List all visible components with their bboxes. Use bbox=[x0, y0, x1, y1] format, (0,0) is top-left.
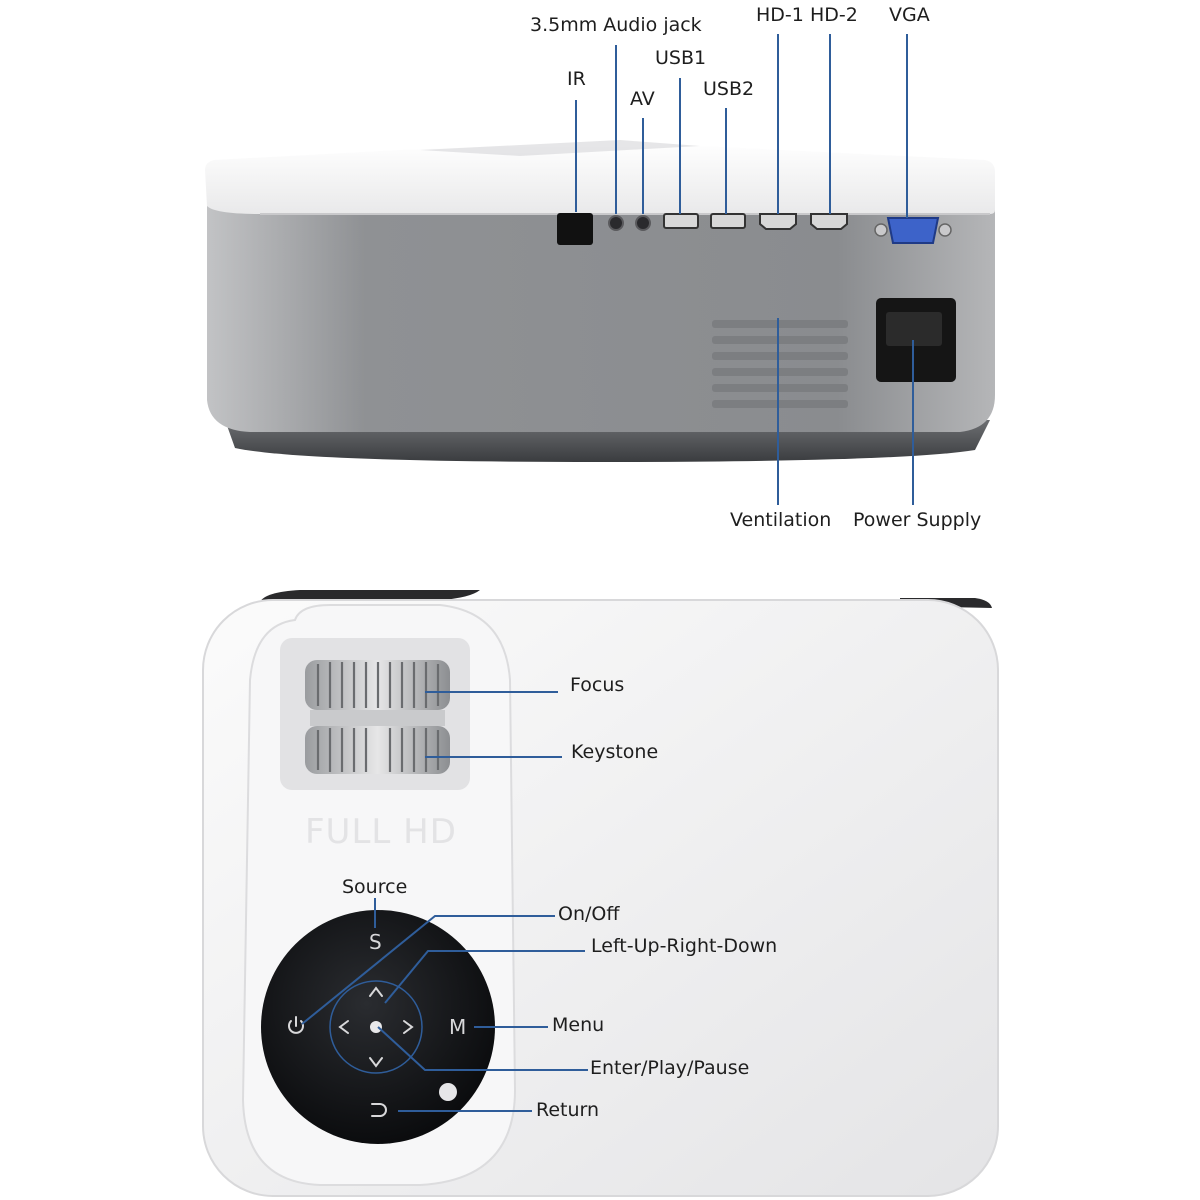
label-keystone: Keystone bbox=[571, 741, 659, 763]
lens-knob-well bbox=[280, 638, 470, 790]
source-key: S bbox=[369, 930, 382, 954]
label-on-off: On/Off bbox=[558, 903, 620, 925]
rear-leader-lines bbox=[575, 34, 914, 505]
vga-port bbox=[886, 217, 940, 244]
right-arrow bbox=[403, 1020, 414, 1034]
return-icon bbox=[371, 1103, 387, 1117]
ir-receiver bbox=[557, 213, 593, 245]
label-source: Source bbox=[342, 876, 408, 898]
audio-jack-port bbox=[608, 215, 624, 231]
label-vga: VGA bbox=[889, 4, 930, 26]
label-menu: Menu bbox=[552, 1014, 605, 1036]
power-socket bbox=[876, 298, 956, 382]
up-arrow bbox=[369, 986, 383, 997]
down-arrow bbox=[369, 1057, 383, 1068]
label-return: Return bbox=[536, 1099, 600, 1121]
indicator-light bbox=[439, 1083, 457, 1101]
label-focus: Focus bbox=[570, 674, 625, 696]
label-hd2: HD-2 bbox=[810, 4, 858, 26]
label-hd1: HD-1 bbox=[756, 4, 804, 26]
label-power-supply: Power Supply bbox=[853, 509, 982, 531]
av-port bbox=[635, 215, 651, 231]
label-enter: Enter/Play/Pause bbox=[590, 1057, 750, 1079]
port-row bbox=[557, 213, 952, 245]
label-navigation: Left-Up-Right-Down bbox=[591, 935, 778, 957]
enter-button bbox=[370, 1021, 382, 1033]
usb1-port bbox=[663, 213, 699, 229]
full-hd-logo: FULL HD bbox=[305, 812, 457, 852]
knob-ridges bbox=[316, 662, 440, 772]
label-ir: IR bbox=[567, 68, 586, 90]
label-audio-jack: 3.5mm Audio jack bbox=[530, 14, 702, 36]
label-av: AV bbox=[630, 88, 655, 110]
label-ventilation: Ventilation bbox=[730, 509, 832, 531]
label-usb2: USB2 bbox=[703, 78, 755, 100]
ventilation-grill bbox=[712, 320, 848, 408]
left-arrow bbox=[338, 1020, 349, 1034]
label-usb1: USB1 bbox=[655, 47, 707, 69]
hd1-port bbox=[759, 213, 797, 230]
menu-key: M bbox=[449, 1015, 467, 1039]
hd2-port bbox=[810, 213, 848, 230]
keystone-ring bbox=[305, 726, 450, 774]
usb2-port bbox=[710, 213, 746, 229]
top-leader-lines bbox=[301, 691, 588, 1112]
